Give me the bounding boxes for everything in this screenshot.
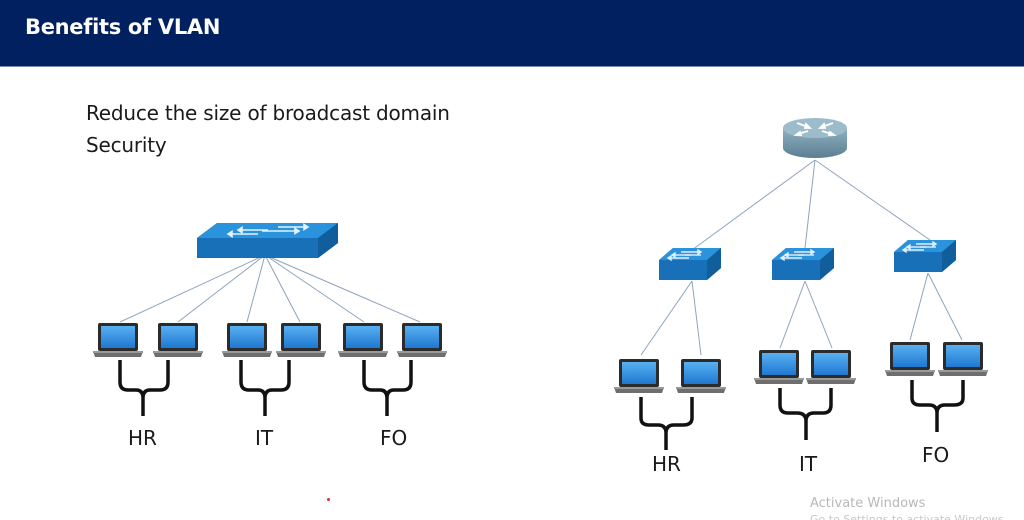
cursor-dot	[327, 498, 330, 501]
left-links	[119, 254, 421, 323]
brace-fo	[362, 360, 413, 416]
right-vlan-network: HR IT FO	[614, 118, 988, 476]
switch-icon	[658, 247, 722, 281]
brace-it	[778, 388, 833, 440]
bullet-security: Security	[86, 133, 167, 157]
laptop-icon	[338, 323, 388, 357]
right-group-braces	[639, 380, 965, 450]
switch-icon	[197, 223, 338, 258]
laptop-icon	[806, 350, 856, 384]
left-flat-network: HR IT FO	[93, 223, 447, 450]
group-label-hr: HR	[652, 452, 681, 476]
right-switch-links	[640, 272, 963, 356]
slide-header: Benefits of VLAN	[0, 0, 1024, 67]
laptop-icon	[676, 359, 726, 393]
laptop-icon	[93, 323, 143, 357]
laptop-icon	[885, 342, 935, 376]
laptop-icon	[614, 359, 664, 393]
switch-icon	[771, 247, 835, 281]
group-label-it: IT	[255, 426, 274, 450]
slide-title: Benefits of VLAN	[25, 15, 221, 39]
laptop-icon	[222, 323, 272, 357]
group-label-hr: HR	[128, 426, 157, 450]
laptop-icon	[276, 323, 326, 357]
brace-fo	[910, 380, 965, 432]
activate-windows-subtext: Go to Settings to activate Windows.	[810, 513, 1008, 520]
brace-hr	[118, 360, 170, 416]
brace-it	[239, 360, 291, 416]
group-label-it: IT	[799, 452, 818, 476]
router-icon	[783, 118, 847, 158]
left-group-braces	[118, 360, 413, 416]
laptop-icon	[153, 323, 203, 357]
laptop-icon	[938, 342, 988, 376]
bullet-broadcast-domain: Reduce the size of broadcast domain	[86, 101, 450, 125]
laptop-icon	[397, 323, 447, 357]
activate-windows-watermark: Activate Windows	[810, 496, 926, 511]
right-router-links	[691, 159, 931, 251]
switch-icon	[893, 239, 957, 273]
group-label-fo: FO	[922, 443, 949, 467]
laptop-icon	[754, 350, 804, 384]
group-label-fo: FO	[380, 426, 407, 450]
brace-hr	[639, 397, 694, 450]
